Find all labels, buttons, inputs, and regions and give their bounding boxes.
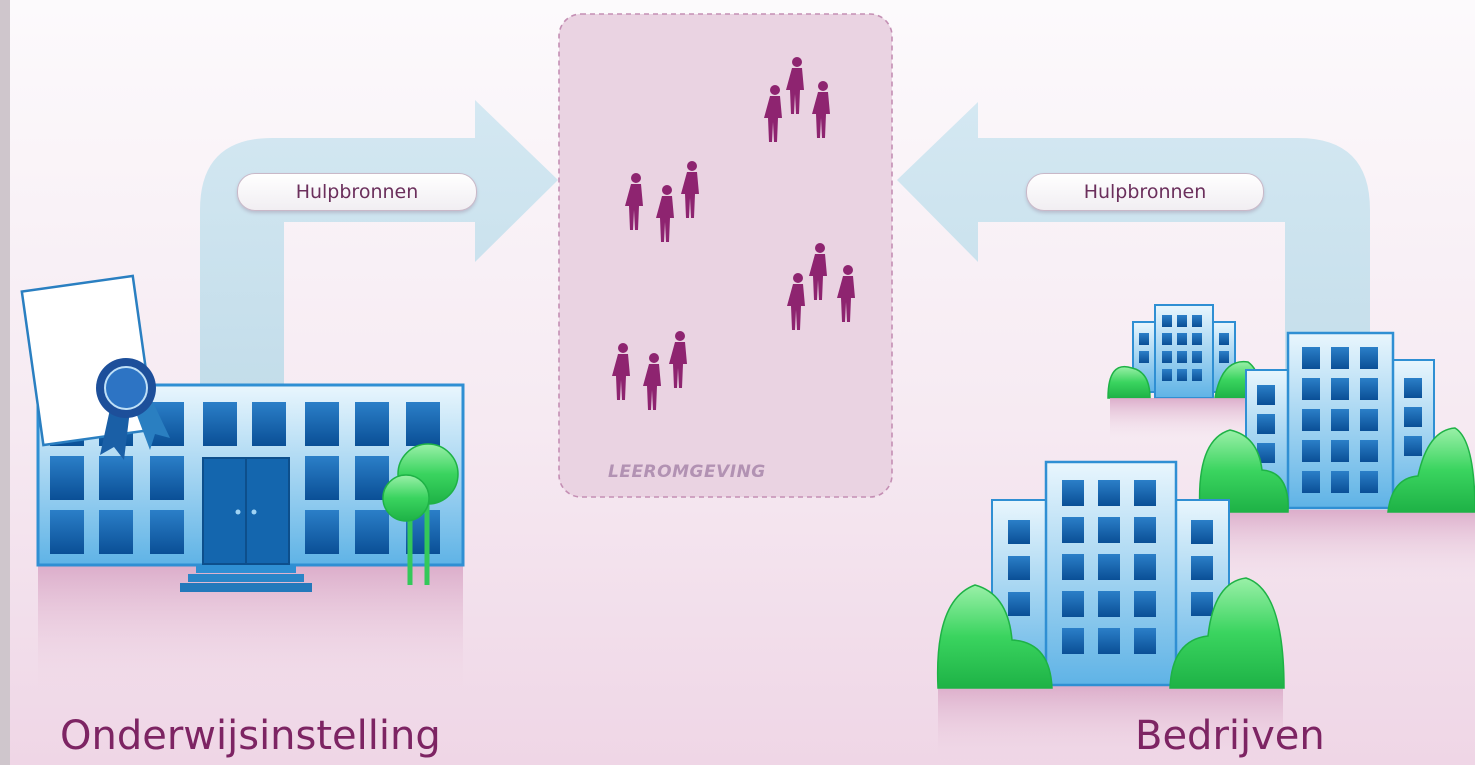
person-icon [669,331,687,388]
school-step-2 [188,574,304,582]
person-icon [625,173,643,230]
office-building-icon [936,460,1285,689]
companies-caption: Bedrijven [1135,713,1325,759]
office-building-icon [1198,331,1475,513]
person-icon [787,273,805,330]
office-ground-shadow [938,685,1283,765]
learner-group-bottom-left [612,331,687,410]
learning-environment-box [558,13,893,498]
right-arrow-label: Hulpbronnen [1026,173,1264,211]
person-icon [812,81,830,138]
office-ground-shadow [1225,510,1475,580]
learner-group-top-right [764,57,830,142]
person-icon [837,265,855,322]
school-step-3 [180,583,312,592]
left-arrow-label: Hulpbronnen [237,173,477,211]
person-icon [656,185,674,242]
award-ribbon-icon [96,358,170,460]
person-icon [764,85,782,142]
person-icon [681,161,699,218]
learner-group-middle-right [787,243,855,330]
learning-environment-label: LEEROMGEVING [608,462,766,482]
school-step-1 [196,565,296,573]
learner-group-middle-left [625,161,699,242]
education-institution-caption: Onderwijsinstelling [60,713,441,759]
left-edge-bar [0,0,10,765]
tree-icon [382,443,459,585]
person-icon [612,343,630,400]
office-building-icon [1107,304,1260,399]
person-icon [809,243,827,300]
left-resource-arrow [200,100,558,390]
person-icon [643,353,661,410]
person-icon [786,57,804,114]
